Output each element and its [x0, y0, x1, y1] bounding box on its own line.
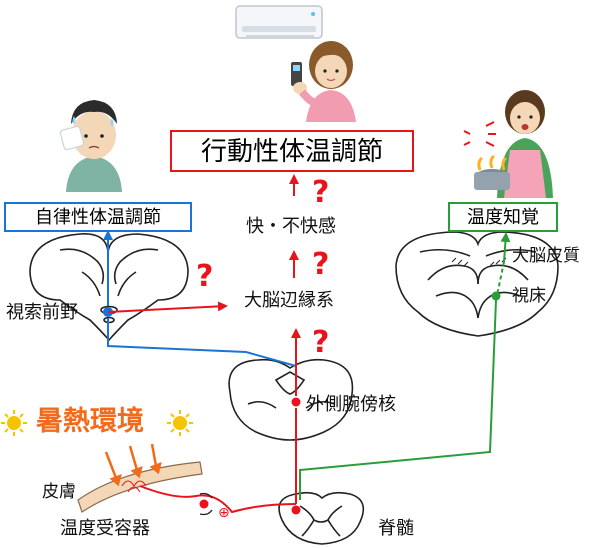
autonomic-thermoregulation-label: 自律性体温調節 — [35, 207, 161, 228]
synapse-dot — [199, 499, 209, 509]
preoptic-area-label: 視索前野 — [6, 302, 78, 323]
skin-label: 皮膚 — [42, 482, 76, 502]
lateral-parabrachial-label: 外側腕傍核 — [306, 394, 396, 415]
thermoreceptor-label: 温度受容器 — [60, 518, 150, 539]
perception-pathway — [299, 232, 511, 500]
autonomic-thermoregulation-box: 自律性体温調節 — [4, 202, 192, 232]
sweating-man-icon — [59, 100, 122, 192]
cerebral-cortex-label: 大脳皮質 — [512, 246, 580, 266]
ganglion-outline — [199, 492, 213, 516]
brain-section-icon — [29, 233, 189, 342]
sun-icon — [167, 410, 193, 436]
temperature-perception-label: 温度知覚 — [467, 207, 539, 228]
thalamus-label: 視床 — [512, 286, 546, 306]
plus-sign: ⊕ — [218, 505, 230, 521]
spinal-cord-label: 脊髄 — [378, 518, 414, 539]
air-conditioner-icon — [235, 5, 323, 39]
autonomic-pathway — [103, 230, 297, 392]
brain-section-icon — [228, 358, 354, 441]
hot-environment-label: 暑熱環境 — [36, 406, 144, 437]
woman-with-remote-icon — [291, 41, 356, 122]
question-mark: ? — [312, 175, 330, 210]
temperature-perception-box: 温度知覚 — [448, 202, 558, 232]
question-mark: ? — [312, 325, 330, 360]
woman-touching-hot-pot-icon — [463, 90, 553, 198]
question-mark: ? — [196, 259, 214, 294]
behavioral-thermoregulation-box: 行動性体温調節 — [170, 130, 414, 172]
spinal-dot — [291, 505, 301, 515]
question-mark: ? — [312, 247, 330, 282]
behavioral-thermoregulation-label: 行動性体温調節 — [200, 137, 383, 167]
pleasure-discomfort-label: 快・不快感 — [246, 216, 336, 237]
limbic-system-label: 大脳辺縁系 — [244, 290, 334, 311]
sun-icon — [1, 410, 27, 436]
skin-slab — [77, 461, 203, 513]
lpb-dot — [291, 397, 301, 407]
heat-arrows — [104, 443, 162, 487]
afferent-pathway — [107, 174, 301, 514]
brain-section-icon — [278, 491, 365, 545]
